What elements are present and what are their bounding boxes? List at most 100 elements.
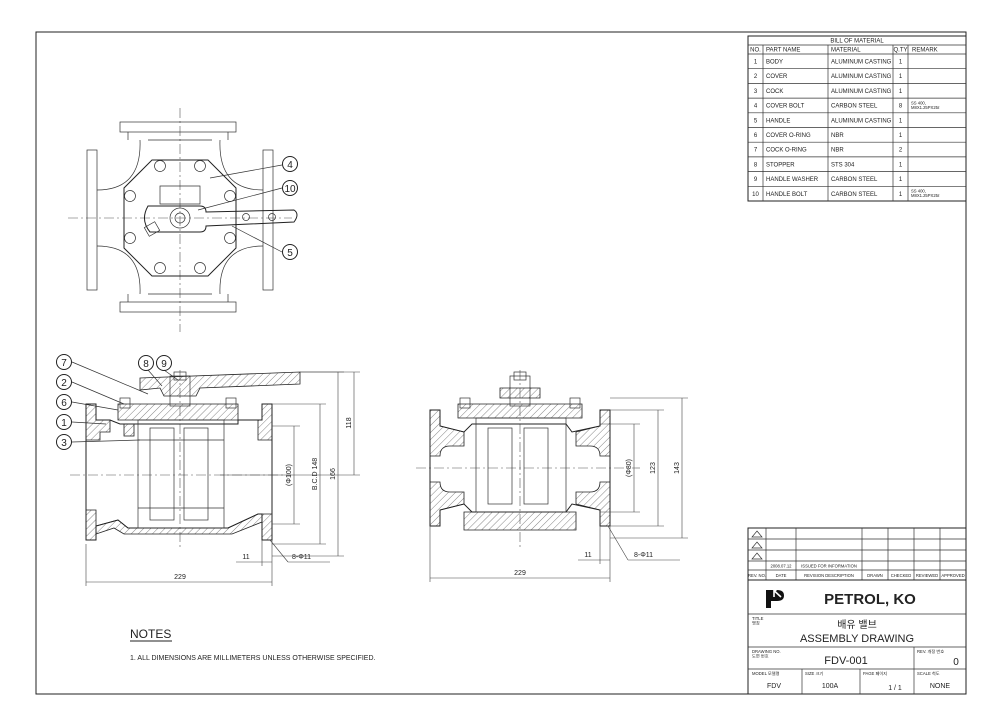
title-english: ASSEMBLY DRAWING [800,633,914,645]
rev-header-checked: CHECKED [891,573,911,578]
bom-cell: CARBON STEEL [831,177,878,183]
size-label: SIZE 크기 [805,670,823,677]
rev-header-reviewed: REVIEWED [916,573,938,578]
callout-label: 10 [284,184,296,195]
notes: NOTES 1. ALL DIMENSIONS ARE MILLIMETERS … [130,627,376,662]
callout-9: 9 [156,355,172,371]
bom-header-remark: REMARK [912,48,938,54]
title-korean: 배유 밸브 [837,619,877,631]
callout-6: 6 [56,394,72,410]
bom-cell: 1 [899,74,903,80]
notes-title: NOTES [130,627,171,641]
drawing-no-label: DRAWING NO.도면 번호 [752,649,781,659]
bom-header-qty: Q.TY [893,48,907,54]
bom-cell: SS 400,M8X1.25PX25ℓ [911,189,940,199]
scale-label: SCALE 척도 [917,670,940,677]
callout-label: 9 [161,359,167,370]
model-label: MODEL 모델명 [752,670,780,676]
bom-cell: 6 [754,133,758,139]
bom-cell: 1 [899,177,903,183]
dim-229: 229 [174,574,186,581]
bom-cell: CARBON STEEL [831,104,878,110]
drawing-no: FDV-001 [824,655,867,667]
dim-166: 166 [330,468,337,480]
company-logo-icon [766,585,784,608]
callout-label: 7 [61,358,67,369]
model-value: FDV [767,683,781,690]
bom-cell: ALUMINUM CASTING [831,89,892,95]
page-value: 1 / 1 [888,685,902,692]
callout-2: 2 [56,374,72,390]
revision-date: 2008.07.12 [771,564,793,569]
revision-description: ISSUED FOR INFORMATION [801,564,857,569]
bom-cell: COCK O-RING [766,148,807,154]
callout-label: 1 [61,418,67,429]
callout-label: 8 [143,359,149,370]
dim-holes: 8-Φ11 [292,554,311,561]
bom-cell: 2 [899,148,903,154]
bom-cell: 8 [754,162,758,168]
bom-cell: COVER O-RING [766,133,811,139]
callout-4: 4 [282,156,298,172]
bom-cell: SS 400,M8X1.25PX25ℓ [911,100,940,110]
callout-label: 2 [61,378,67,389]
scale-value: NONE [930,683,951,690]
bom-cell: 7 [754,148,758,154]
callout-10: 10 [282,180,298,196]
bom-cell: NBR [831,148,844,154]
dim-11-right: 11 [584,552,591,559]
bom-cell: 1 [899,60,903,66]
bom-cell: 8 [899,104,903,110]
dim-d100: (Φ100) [286,464,293,486]
size-value: 100A [822,683,839,690]
dim-123: 123 [650,462,657,474]
bom-cell: 1 [899,162,903,168]
revision-triangle-icon [751,552,763,560]
bom-cell: COVER [766,74,788,80]
drawing-border [35,31,967,695]
bom-cell: HANDLE BOLT [766,192,808,198]
bom-cell: HANDLE [766,118,790,124]
dim-11: 11 [242,554,249,561]
bom-title: BILL OF MATERIAL [830,39,884,45]
rev-header-desc: REVISION DESCRIPTION [804,573,854,578]
callout-1: 1 [56,414,72,430]
dim-bcd: B.C.D 148 [312,458,319,490]
bom-cell: HANDLE WASHER [766,177,819,183]
bom-cell: 1 [899,192,903,198]
callout-label: 3 [61,438,67,449]
callout-8: 8 [138,355,154,371]
callout-label: 4 [287,160,293,171]
rev-value: 0 [953,657,959,668]
bom-cell: CARBON STEEL [831,192,878,198]
dim-118: 118 [346,417,353,428]
bom-header-material: MATERIAL [831,48,861,54]
bom-header-part: PART NAME [766,48,800,54]
rev-header-approved: APPROVED [941,573,964,578]
bom-cell: BODY [766,60,783,66]
rev-header-date: DATE [776,573,787,578]
bom-header-no: NO. [750,48,761,54]
notes-line-1: 1. ALL DIMENSIONS ARE MILLIMETERS UNLESS… [130,655,376,662]
dim-143: 143 [674,462,681,474]
revision-block: 2008.07.12 ISSUED FOR INFORMATION REV. N… [747,527,967,581]
callout-5: 5 [282,244,298,260]
callout-label: 6 [61,398,67,409]
callout-3: 3 [56,434,72,450]
bom-cell: 10 [752,192,759,198]
revision-triangle-icon [751,541,763,549]
bom-cell: NBR [831,133,844,139]
top-view: 4 10 5 [68,108,298,332]
right-section-view: (Φ80) 123 143 11 8-Φ11 229 [416,370,688,582]
bom-cell: COVER BOLT [766,104,805,110]
page-label: PAGE 페이지 [863,670,887,677]
company-name: PETROL, KO [824,591,916,608]
dim-229-right: 229 [514,570,526,577]
dim-d80: (Φ80) [626,459,633,477]
bill-of-material: BILL OF MATERIAL NO. PART NAME MATERIAL … [747,35,967,202]
bom-cell: 1 [754,60,758,66]
callout-label: 5 [287,248,293,259]
